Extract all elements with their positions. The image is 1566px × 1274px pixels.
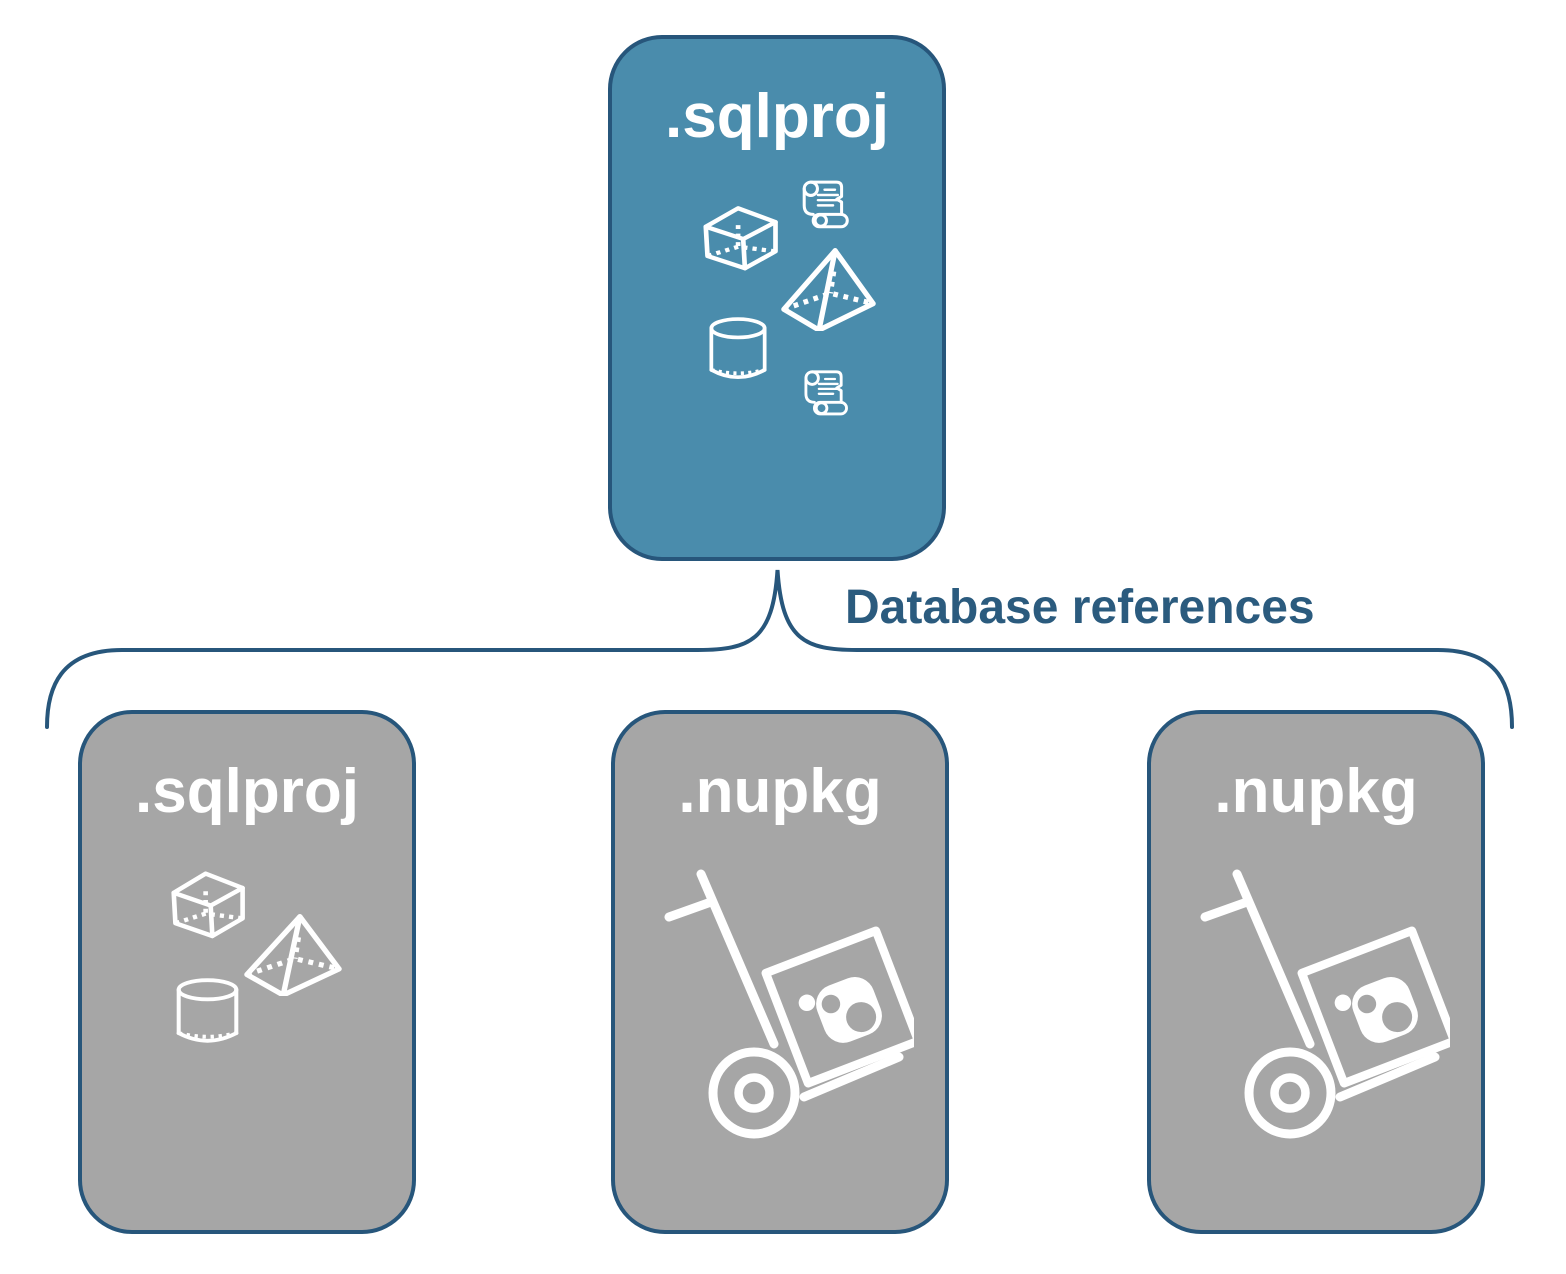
root-sqlproj-card: .sqlproj: [608, 35, 946, 561]
child-card-title: .nupkg: [1214, 757, 1418, 826]
cube-icon: [167, 864, 251, 944]
child-sqlproj-card: .sqlproj: [78, 710, 416, 1234]
child-card-title: .nupkg: [678, 757, 882, 826]
pyramid-icon: [781, 246, 876, 331]
package-dolly-icon: [664, 864, 914, 1139]
root-card-title: .sqlproj: [665, 82, 889, 151]
child-card-title: .sqlproj: [135, 757, 359, 826]
pyramid-icon: [244, 912, 342, 996]
cylinder-icon: [707, 316, 769, 387]
child-nupkg-card: .nupkg: [1147, 710, 1485, 1234]
package-dolly-icon: [1200, 864, 1450, 1139]
script-scroll-icon: [801, 366, 851, 418]
cylinder-icon: [174, 977, 241, 1051]
script-scroll-icon: [799, 176, 852, 231]
connector-label: Database references: [845, 581, 1315, 634]
cube-icon: [699, 199, 784, 276]
child-nupkg-card: .nupkg: [611, 710, 949, 1234]
